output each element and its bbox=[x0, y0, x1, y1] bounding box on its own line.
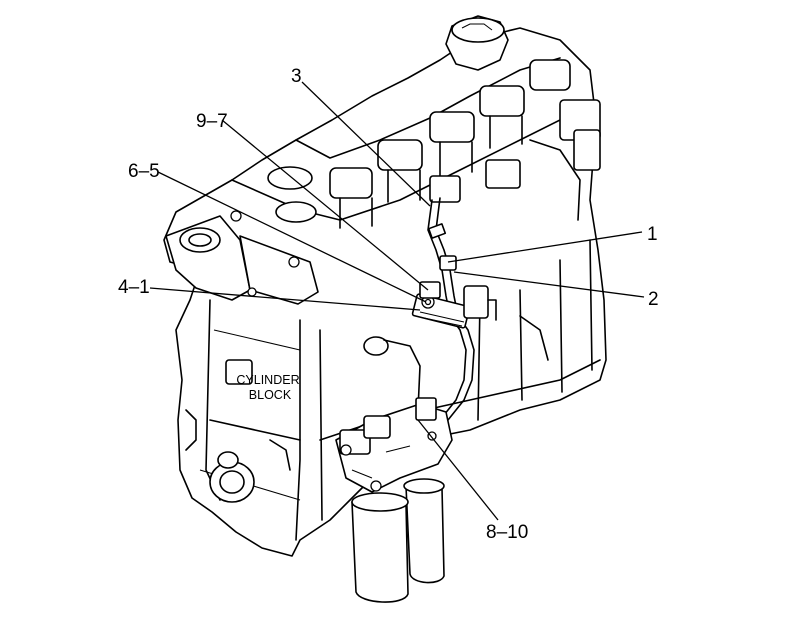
block-bosses bbox=[363, 315, 549, 411]
lower-front-cover bbox=[185, 359, 291, 503]
oil-filler-cap bbox=[445, 15, 509, 71]
callout-1: 1 bbox=[647, 224, 658, 245]
leader-8-10 bbox=[417, 419, 499, 521]
callout-3: 3 bbox=[291, 66, 302, 87]
callout-2: 2 bbox=[648, 289, 659, 310]
leader-2 bbox=[453, 271, 645, 298]
callouts: 1 2 3 9–7 6–5 4–1 8–10 bbox=[118, 66, 659, 543]
leader-1 bbox=[447, 231, 643, 263]
front-housing bbox=[165, 210, 319, 305]
callout-6-5: 6–5 bbox=[128, 161, 160, 182]
leader-lines bbox=[149, 81, 645, 521]
leader-9-7 bbox=[221, 119, 429, 291]
leader-6-5 bbox=[157, 171, 427, 303]
callout-4-1: 4–1 bbox=[118, 277, 150, 298]
label-cylinder: CYLINDER bbox=[236, 373, 299, 387]
leader-4-1 bbox=[149, 287, 421, 311]
label-block: BLOCK bbox=[249, 388, 292, 402]
callout-8-10: 8–10 bbox=[486, 522, 528, 543]
valve-train bbox=[429, 99, 601, 221]
cylinder-block-label: CYLINDER BLOCK bbox=[236, 373, 299, 402]
fitting-bracket bbox=[439, 255, 497, 321]
leader-3 bbox=[301, 81, 431, 207]
callout-9-7: 9–7 bbox=[196, 111, 228, 132]
cylinder-head-ports bbox=[267, 59, 571, 229]
